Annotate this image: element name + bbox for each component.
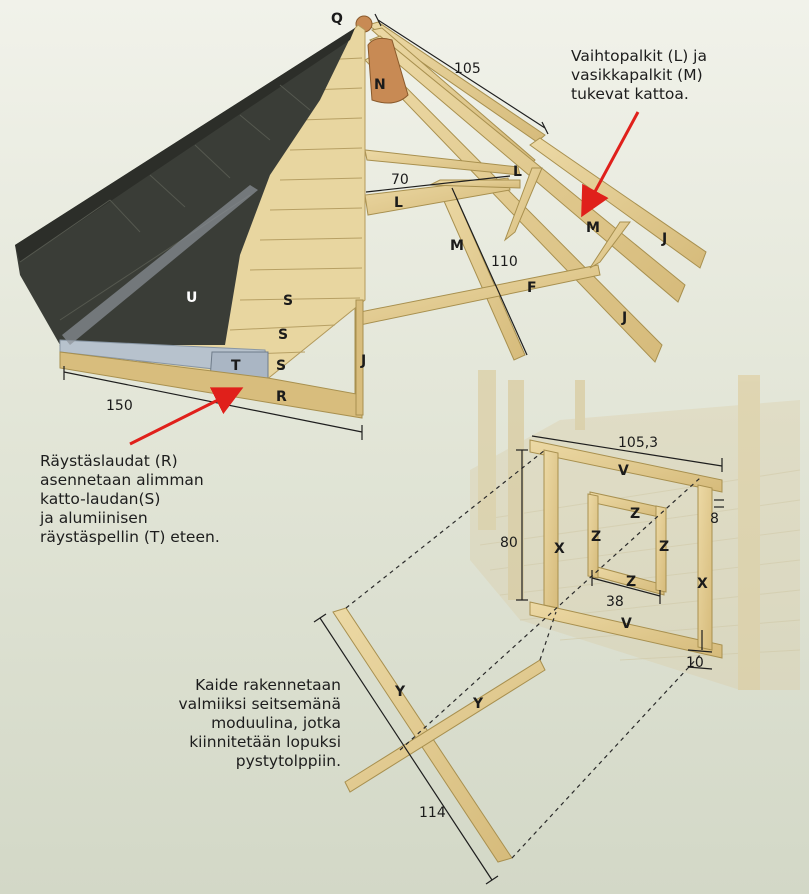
dim-110: 110 — [491, 254, 518, 270]
callout-railing-line-5: pystytolppiin. — [235, 752, 341, 770]
part-t: T — [231, 358, 241, 374]
callout-beams-line-1: Vaihtopalkit (L) ja — [571, 47, 707, 65]
part-x2: X — [697, 576, 708, 592]
callout-beams-line-3: tukevat kattoa. — [571, 85, 689, 103]
dimension-labels: 105 70 110 150 105,3 80 8 38 10 114 — [106, 61, 719, 821]
railing-y-boards — [332, 607, 546, 863]
dim-105: 105 — [454, 61, 481, 77]
callout-eaves: Räystäslaudat (R) asennetaan alimman kat… — [40, 452, 220, 547]
arrow-beams — [581, 111, 640, 218]
part-j3: J — [360, 353, 366, 369]
part-s2: S — [278, 327, 288, 343]
part-v2: V — [621, 616, 632, 632]
railing-module — [529, 439, 723, 659]
dim-80: 80 — [500, 535, 518, 551]
part-m2: M — [450, 238, 464, 254]
dim-150: 150 — [106, 398, 133, 414]
part-q: Q — [331, 11, 343, 27]
callout-railing-line-4: kiinnitetään lopuksi — [189, 733, 341, 751]
dim-70: 70 — [391, 172, 409, 188]
part-v1: V — [618, 463, 629, 479]
callout-eaves-line-1: Räystäslaudat (R) — [40, 452, 178, 470]
part-x1: X — [554, 541, 565, 557]
dim-8: 8 — [710, 511, 719, 527]
part-y1: Y — [394, 684, 406, 700]
part-z3: Z — [659, 539, 669, 555]
part-j2: J — [621, 310, 627, 326]
callout-railing-line-3: moduulina, jotka — [211, 714, 341, 732]
callout-eaves-line-3: katto-laudan(S) — [40, 490, 161, 508]
dim-10: 10 — [686, 655, 704, 671]
callout-railing-line-2: valmiiksi seitsemänä — [178, 695, 341, 713]
callout-railing-line-1: Kaide rakennetaan — [195, 676, 341, 694]
callout-eaves-line-4: ja alumiinisen — [40, 509, 148, 527]
dim-114: 114 — [419, 805, 446, 821]
part-z2: Z — [591, 529, 601, 545]
part-s3: S — [276, 358, 286, 374]
part-f: F — [527, 280, 537, 296]
part-y2: Y — [472, 696, 484, 712]
part-z1: Z — [630, 506, 640, 522]
part-r: R — [276, 389, 287, 405]
part-l1: L — [513, 164, 522, 180]
arrow-eaves — [129, 387, 244, 446]
part-l2: L — [394, 195, 403, 211]
callout-railing: Kaide rakennetaan valmiiksi seitsemänä m… — [178, 676, 341, 771]
callout-eaves-line-2: asennetaan alimman — [40, 471, 204, 489]
dimension-lines — [63, 13, 724, 885]
part-j1: J — [661, 231, 667, 247]
dim-105-3: 105,3 — [618, 435, 658, 451]
callout-arrows — [129, 111, 640, 446]
part-m1: M — [586, 220, 600, 236]
callout-eaves-line-5: räystäspellin (T) eteen. — [40, 528, 220, 546]
callout-beams-line-2: vasikkapalkit (M) — [571, 66, 703, 84]
projection-lines — [345, 449, 701, 859]
dim-38: 38 — [606, 594, 624, 610]
part-s1: S — [283, 293, 293, 309]
part-z4: Z — [626, 574, 636, 590]
part-n: N — [374, 77, 386, 93]
part-labels: Q N L L M M J J J F U S S S T R V V X X … — [186, 11, 708, 712]
callout-beams: Vaihtopalkit (L) ja vasikkapalkit (M) tu… — [571, 47, 707, 104]
part-u: U — [186, 290, 197, 306]
roof-structure — [15, 15, 707, 419]
